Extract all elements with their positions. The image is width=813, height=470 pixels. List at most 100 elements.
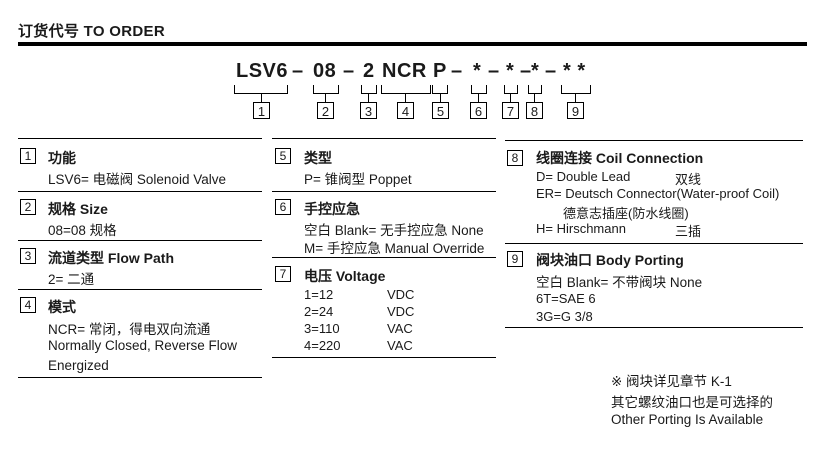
note-line: 其它螺纹油口也是可选择的 bbox=[611, 395, 773, 410]
section-title: 电压 Voltage bbox=[304, 268, 386, 284]
note-line: Other Porting Is Available bbox=[611, 412, 764, 427]
connector-1 bbox=[261, 93, 262, 102]
connector-7 bbox=[510, 93, 511, 102]
bracket-6 bbox=[471, 85, 487, 94]
voltage-unit: VAC bbox=[387, 321, 413, 336]
section-divider bbox=[18, 289, 262, 290]
section-divider bbox=[505, 140, 803, 141]
voltage-code: 2=24 bbox=[304, 304, 334, 319]
code-dash: – bbox=[292, 60, 304, 82]
coil-option-double-lead-cn: 双线 bbox=[675, 172, 702, 187]
code-part-9: * * bbox=[563, 60, 586, 82]
connector-9 bbox=[575, 93, 576, 102]
section-title: 规格 Size bbox=[48, 201, 108, 217]
connector-2 bbox=[325, 93, 326, 102]
code-dash: – bbox=[451, 60, 463, 82]
section-line: 空白 Blank= 不带阀块 None bbox=[536, 275, 703, 290]
section-title: 线圈连接 Coil Connection bbox=[536, 150, 704, 166]
code-part-4: NCR bbox=[382, 60, 427, 82]
coil-option-hirschmann-cn: 三插 bbox=[675, 224, 702, 239]
section-line: 3G=G 3/8 bbox=[536, 309, 593, 324]
voltage-code: 3=110 bbox=[304, 321, 340, 336]
coil-option-deutsch: ER= Deutsch Connector(Water-proof Coil) bbox=[536, 186, 780, 201]
index-box-5: 5 bbox=[432, 102, 449, 119]
bracket-7 bbox=[504, 85, 518, 94]
page-title: 订货代号 TO ORDER bbox=[18, 23, 165, 40]
section-title: 类型 bbox=[304, 150, 332, 166]
bracket-9 bbox=[561, 85, 591, 94]
voltage-unit: VAC bbox=[387, 338, 413, 353]
section-line: 2= 二通 bbox=[48, 272, 95, 287]
code-part-7: * bbox=[506, 60, 515, 82]
code-part-3: 2 bbox=[363, 60, 375, 82]
connector-5 bbox=[440, 93, 441, 102]
section-number: 4 bbox=[20, 297, 36, 313]
section-divider bbox=[505, 243, 803, 244]
section-line: Normally Closed, Reverse Flow bbox=[48, 338, 238, 353]
section-title: 阀块油口 Body Porting bbox=[536, 252, 684, 268]
index-box-1: 1 bbox=[253, 102, 270, 119]
voltage-code: 4=220 bbox=[304, 338, 341, 353]
section-line: 空白 Blank= 无手控应急 None bbox=[304, 223, 484, 238]
section-divider bbox=[272, 257, 496, 258]
coil-option-hirschmann: H= Hirschmann bbox=[536, 221, 626, 236]
section-divider bbox=[272, 357, 496, 358]
connector-4 bbox=[405, 93, 406, 102]
section-number: 2 bbox=[20, 199, 36, 215]
section-divider bbox=[18, 240, 262, 241]
section-number: 1 bbox=[20, 148, 36, 164]
section-number: 5 bbox=[275, 148, 291, 164]
code-dash: – bbox=[488, 60, 500, 82]
section-title: 手控应急 bbox=[304, 201, 360, 217]
section-divider bbox=[272, 191, 496, 192]
voltage-code: 1=12 bbox=[304, 287, 334, 302]
bracket-4 bbox=[381, 85, 431, 94]
index-box-7: 7 bbox=[502, 102, 519, 119]
code-part-8: * bbox=[531, 60, 540, 82]
note-line: ※ 阀块详见章节 K-1 bbox=[611, 374, 732, 389]
code-dash: – bbox=[343, 60, 355, 82]
section-line: Energized bbox=[48, 358, 109, 373]
code-part-6: * bbox=[473, 60, 482, 82]
section-line: P= 锥阀型 Poppet bbox=[304, 172, 412, 187]
index-box-8: 8 bbox=[526, 102, 543, 119]
bracket-2 bbox=[313, 85, 339, 94]
coil-option-double-lead: D= Double Lead bbox=[536, 169, 631, 184]
section-line: NCR= 常闭，得电双向流通 bbox=[48, 322, 211, 337]
section-line: 6T=SAE 6 bbox=[536, 291, 596, 306]
section-line: 08=08 规格 bbox=[48, 223, 117, 238]
code-part-2: 08 bbox=[313, 60, 337, 82]
section-number: 8 bbox=[507, 150, 523, 166]
section-title: 功能 bbox=[48, 150, 76, 166]
connector-6 bbox=[478, 93, 479, 102]
section-line: LSV6= 电磁阀 Solenoid Valve bbox=[48, 172, 226, 187]
section-number: 6 bbox=[275, 199, 291, 215]
section-title: 流道类型 Flow Path bbox=[48, 250, 174, 266]
section-divider bbox=[272, 138, 496, 139]
section-divider bbox=[18, 191, 262, 192]
section-number: 7 bbox=[275, 266, 291, 282]
section-number: 9 bbox=[507, 251, 523, 267]
bracket-8 bbox=[528, 85, 542, 94]
section-title: 模式 bbox=[48, 299, 76, 315]
bracket-3 bbox=[361, 85, 377, 94]
voltage-unit: VDC bbox=[387, 287, 415, 302]
section-divider bbox=[18, 377, 262, 378]
connector-8 bbox=[534, 93, 535, 102]
header-divider bbox=[18, 42, 807, 46]
code-part-1: LSV6 bbox=[236, 60, 289, 82]
index-box-6: 6 bbox=[470, 102, 487, 119]
section-number: 3 bbox=[20, 248, 36, 264]
coil-option-deutsch-cn: 德意志插座(防水线圈) bbox=[563, 206, 689, 221]
section-line: M= 手控应急 Manual Override bbox=[304, 241, 485, 256]
code-part-5: P bbox=[433, 60, 447, 82]
section-divider bbox=[505, 327, 803, 328]
connector-3 bbox=[368, 93, 369, 102]
voltage-unit: VDC bbox=[387, 304, 415, 319]
index-box-9: 9 bbox=[567, 102, 584, 119]
code-dash: – bbox=[520, 60, 532, 82]
index-box-2: 2 bbox=[317, 102, 334, 119]
code-dash: – bbox=[545, 60, 557, 82]
section-divider bbox=[18, 138, 262, 139]
index-box-4: 4 bbox=[397, 102, 414, 119]
